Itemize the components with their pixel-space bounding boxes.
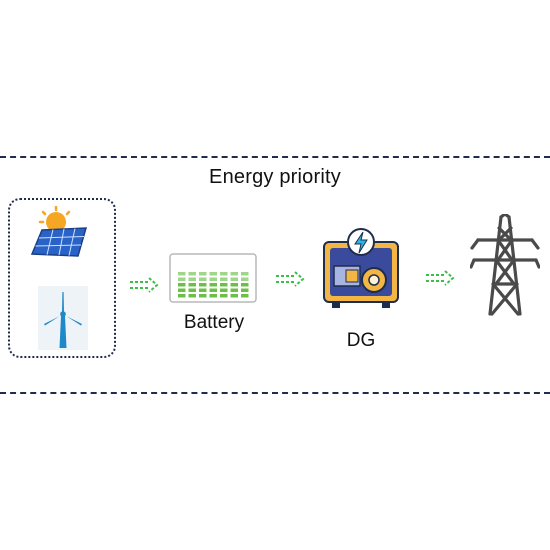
- battery-icon: [169, 253, 257, 303]
- diagram-title: Energy priority: [209, 166, 341, 188]
- battery-bar-segment: [230, 288, 238, 292]
- battery-bar-segment: [199, 283, 207, 287]
- transmission-tower-icon: [470, 214, 540, 316]
- wind-turbine-icon: [38, 286, 88, 350]
- battery-bar-segment: [199, 288, 207, 292]
- battery-bar-segment: [178, 277, 186, 281]
- battery-bar-segment: [188, 277, 196, 281]
- solar-panel-icon: [30, 206, 88, 257]
- battery-bar-segment: [178, 283, 186, 287]
- renewables-group: [8, 198, 116, 358]
- flow-arrow-1: [130, 277, 159, 293]
- dg-label: DG: [346, 330, 376, 351]
- battery-bar-segment: [188, 288, 196, 292]
- battery-bar-segment: [220, 288, 228, 292]
- battery-label: Battery: [183, 312, 245, 333]
- battery-bar-segment: [220, 283, 228, 287]
- battery-bar-segment: [220, 277, 228, 281]
- diesel-generator-icon: [323, 228, 399, 308]
- bottom-dashed-divider: [0, 392, 550, 394]
- top-dashed-divider: [0, 156, 550, 158]
- battery-bar-segment: [209, 288, 217, 292]
- battery-bar-segment: [178, 288, 186, 292]
- battery-bar-segment: [220, 272, 228, 276]
- battery-bar-segment: [241, 283, 249, 287]
- battery-bar-segment: [199, 272, 207, 276]
- flow-arrow-2: [276, 271, 305, 287]
- battery-bar-segment: [230, 277, 238, 281]
- battery-bar-segment: [241, 294, 249, 298]
- battery-bar-segment: [241, 272, 249, 276]
- battery-bar-segment: [230, 283, 238, 287]
- battery-bar-segment: [209, 277, 217, 281]
- battery-bar-segment: [199, 277, 207, 281]
- battery-bar-segment: [230, 294, 238, 298]
- battery-bar-segment: [220, 294, 228, 298]
- battery-bar-segment: [188, 294, 196, 298]
- battery-bar-segment: [188, 272, 196, 276]
- battery-bar-segment: [230, 272, 238, 276]
- battery-bar-segment: [178, 272, 186, 276]
- battery-bar-segment: [241, 277, 249, 281]
- battery-bar-segment: [199, 294, 207, 298]
- battery-bar-segment: [209, 272, 217, 276]
- battery-bar-segment: [188, 283, 196, 287]
- battery-bar-segment: [241, 288, 249, 292]
- battery-bar-segment: [209, 283, 217, 287]
- battery-bar-segment: [209, 294, 217, 298]
- battery-bar-segment: [178, 294, 186, 298]
- flow-arrow-3: [426, 270, 455, 286]
